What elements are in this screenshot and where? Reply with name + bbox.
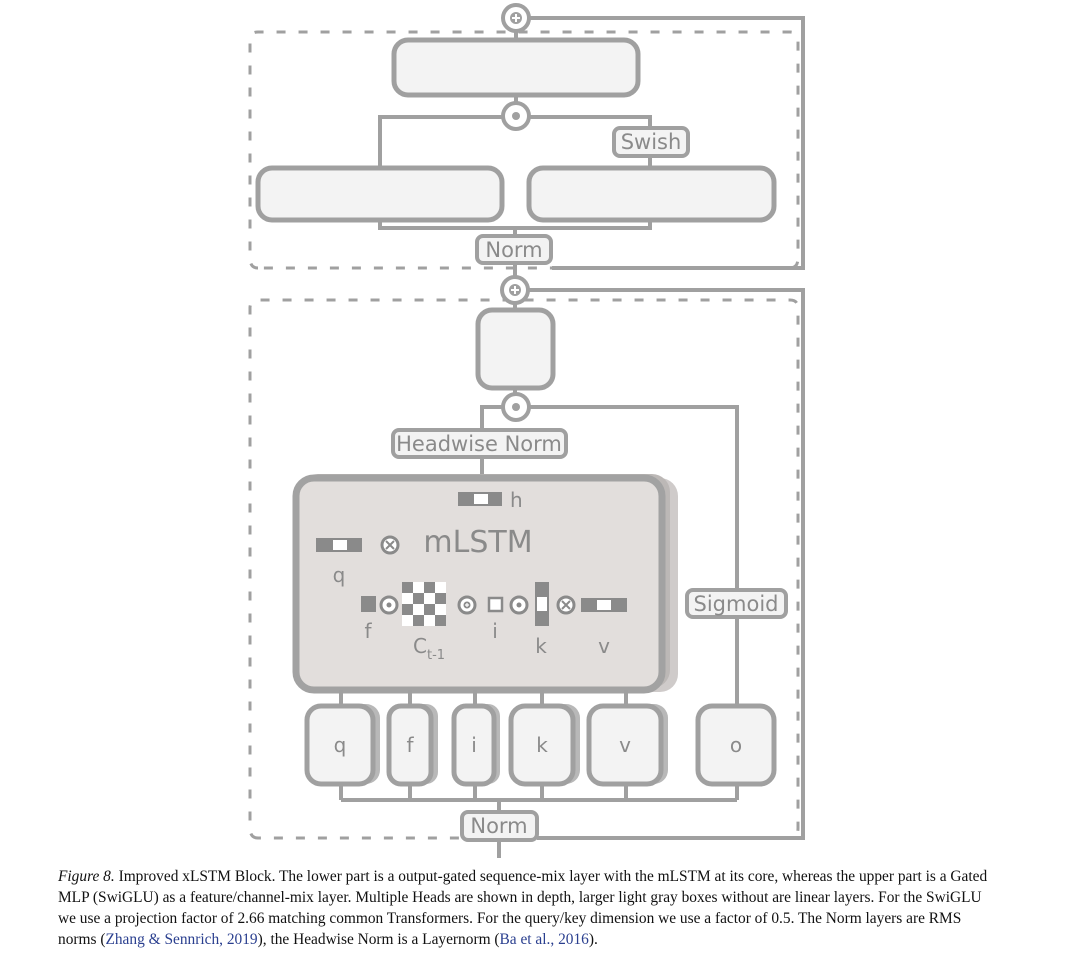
lower-plus-icon <box>500 275 530 305</box>
q-proj-label: q <box>334 733 347 757</box>
k-label: k <box>535 634 547 658</box>
i-scalar-icon <box>487 596 504 613</box>
lower-output-linear-box <box>475 307 556 391</box>
caption-text: Improved xLSTM Block. The lower part is … <box>58 868 988 948</box>
upper-norm-box <box>475 234 553 265</box>
sigmoid-label: Sigmoid <box>694 592 779 616</box>
upper-multiply-icon <box>501 101 531 131</box>
q-multiply-icon <box>380 535 400 555</box>
lower-main-wire <box>480 302 739 706</box>
o-proj-label: o <box>730 733 742 757</box>
sigmoid-box <box>685 588 788 619</box>
c-matrix-icon <box>402 582 446 626</box>
citation-link-ba[interactable]: Ba et al., 2016 <box>499 931 589 948</box>
v-vector-icon <box>581 598 627 612</box>
h-vector-icon <box>458 492 502 506</box>
i-proj-box <box>451 703 497 787</box>
figure-caption: Figure 8. Improved xLSTM Block. The lowe… <box>58 866 1003 950</box>
f-proj-box <box>386 703 434 787</box>
k-proj-box <box>508 703 576 787</box>
citation-link-zhang[interactable]: Zhang & Sennrich, 2019 <box>105 931 258 948</box>
projection-wires <box>339 690 739 858</box>
xlstm-block-diagram: Swish Norm Headwise Norm <box>248 3 805 858</box>
mlstm-title: mLSTM <box>423 525 532 560</box>
caption-text-mid: ), the Headwise Norm is a Layernorm ( <box>257 931 500 948</box>
v-proj-box <box>586 703 664 787</box>
figure-label: Figure 8. <box>58 868 115 885</box>
headwise-norm-box <box>391 428 568 459</box>
cell-plus-icon <box>457 595 477 615</box>
upper-block: Swish Norm <box>248 3 805 278</box>
v-proj-label: v <box>619 733 631 757</box>
lower-dashed-frame <box>248 298 800 840</box>
q-vector-icon <box>316 538 362 552</box>
q-proj-box <box>304 703 376 787</box>
lower-residual-wire <box>528 288 805 840</box>
v-label: v <box>598 634 610 658</box>
lower-norm-box <box>460 810 539 842</box>
lower-norm-label: Norm <box>470 814 527 838</box>
mlstm-cell-box <box>292 474 666 694</box>
swish-box <box>612 126 690 158</box>
upper-right-linear-box <box>526 165 777 223</box>
upper-dashed-frame <box>248 30 800 270</box>
o-proj-box <box>695 703 777 787</box>
upper-norm-label: Norm <box>485 238 542 262</box>
i-proj-label: i <box>471 733 477 757</box>
swish-label: Swish <box>621 130 682 154</box>
caption-text-end: ). <box>588 931 598 948</box>
f-proj-label: f <box>406 733 414 757</box>
f-label: f <box>364 619 372 643</box>
k-vector-icon <box>535 582 549 626</box>
f-multiply-icon <box>379 595 399 615</box>
lower-multiply-icon <box>501 392 531 422</box>
upper-plus-icon <box>501 3 531 33</box>
h-label: h <box>510 488 523 512</box>
upper-output-linear-box <box>391 37 641 98</box>
f-scalar-icon <box>361 596 376 612</box>
k-proj-label: k <box>536 733 548 757</box>
i-multiply-icon <box>509 595 529 615</box>
q-label: q <box>333 563 346 587</box>
c-label: Ct-1 <box>413 634 445 663</box>
upper-left-linear-box <box>255 165 505 223</box>
i-label: i <box>492 619 498 643</box>
headwise-norm-label: Headwise Norm <box>396 432 562 456</box>
upper-residual-wire <box>530 16 805 270</box>
kv-multiply-icon <box>556 595 576 615</box>
lower-block: Headwise Norm mLSTM h q f <box>248 275 805 858</box>
